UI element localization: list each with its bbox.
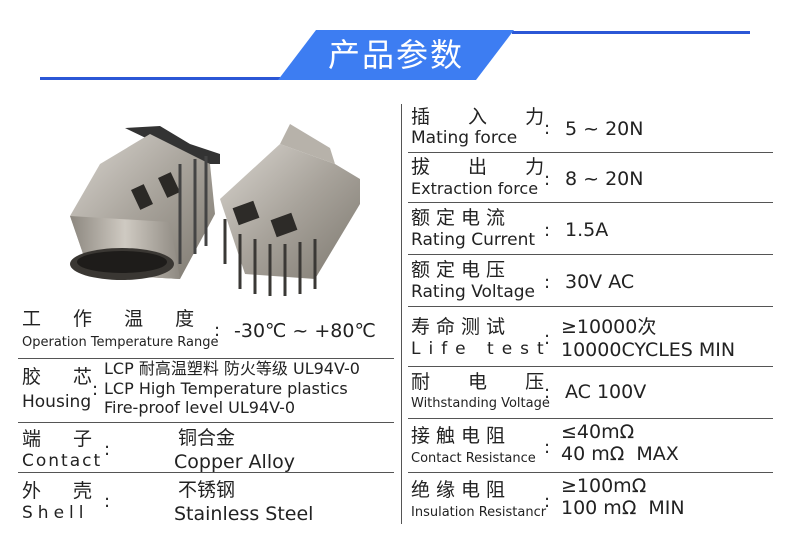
mating-label-cn: 插 入 力 [411,106,561,128]
divider [408,254,773,255]
shell-label-cn: 外 壳 [22,480,106,502]
divider [408,152,773,153]
colon: : [104,439,111,460]
divider [18,472,394,473]
divider [408,418,773,419]
temp-label-cn: 工 作 温 度 [22,308,208,330]
colon: : [544,118,551,139]
colon: : [544,491,551,512]
header-line-right [512,31,750,34]
voltage-label-en: Rating Voltage [411,282,535,302]
contact-res-value-2: 40 mΩ MAX [561,443,679,465]
mating-value: 5 ~ 20N [565,118,644,140]
column-divider [401,104,402,524]
shell-value-en: Stainless Steel [174,503,314,525]
withstand-label-en: Withstanding Voltage [411,396,550,411]
current-label-en: Rating Current [411,230,536,250]
life-label-cn: 寿命测试 [411,316,512,338]
colon: : [544,382,551,403]
withstand-label-cn: 耐 电 压 [411,371,561,393]
connector-left [70,126,220,280]
contact-res-value-1: ≤40mΩ [561,421,635,443]
contact-label-en: Contact [22,451,103,471]
colon: : [544,272,551,293]
housing-line-1: LCP 耐高温塑料 防火等级 UL94V-0 [104,359,360,378]
temp-value: -30℃ ~ +80℃ [234,320,376,342]
voltage-label-cn: 额定电压 [411,259,512,281]
colon: : [544,437,551,458]
contact-value-cn: 铜合金 [178,427,236,449]
withstand-value: AC 100V [565,381,647,403]
colon: : [544,220,551,241]
contact-value-en: Copper Alloy [174,451,295,473]
life-value-2: 10000CYCLES MIN [561,339,736,361]
colon: : [544,169,551,190]
connector-right [220,124,360,296]
insulation-label-en: Insulation Resistancr [411,505,547,520]
housing-label-en: Housing [22,392,92,412]
contact-res-label-en: Contact Resistance [411,451,536,466]
contact-label-cn: 端 子 [22,428,106,450]
page-title: 产品参数 [327,36,464,74]
colon: : [544,328,551,349]
current-label-cn: 额定电流 [411,207,512,229]
divider [18,358,394,359]
temp-label-en: Operation Temperature Range [22,335,219,350]
product-image [70,124,360,296]
insulation-value-2: 100 mΩ MIN [561,497,685,519]
contact-res-label-cn: 接触电阻 [411,425,512,447]
shell-label-en: Shell [22,503,89,523]
shell-value-cn: 不锈钢 [178,479,236,501]
voltage-value: 30V AC [565,271,635,293]
life-label-en: Life test [411,339,552,359]
housing-label-cn: 胶 芯 [22,366,106,388]
divider [408,472,773,473]
extraction-label-cn: 拔 出 力 [411,156,561,178]
divider [408,202,773,203]
life-value-1: ≥10000次 [561,316,657,338]
housing-line-3: Fire-proof level UL94V-0 [104,398,296,417]
current-value: 1.5A [565,219,609,241]
insulation-label-cn: 绝缘电阻 [411,479,512,501]
mating-label-en: Mating force [411,128,518,148]
housing-line-2: LCP High Temperature plastics [104,379,348,398]
insulation-value-1: ≥100mΩ [561,475,647,497]
header-line-left [40,77,280,80]
divider [18,422,394,423]
colon: : [214,320,221,341]
title-banner [278,30,514,80]
divider [408,306,773,307]
colon: : [92,379,99,400]
colon: : [104,491,111,512]
extraction-label-en: Extraction force [411,179,539,198]
divider [408,366,773,367]
extraction-value: 8 ~ 20N [565,168,644,190]
